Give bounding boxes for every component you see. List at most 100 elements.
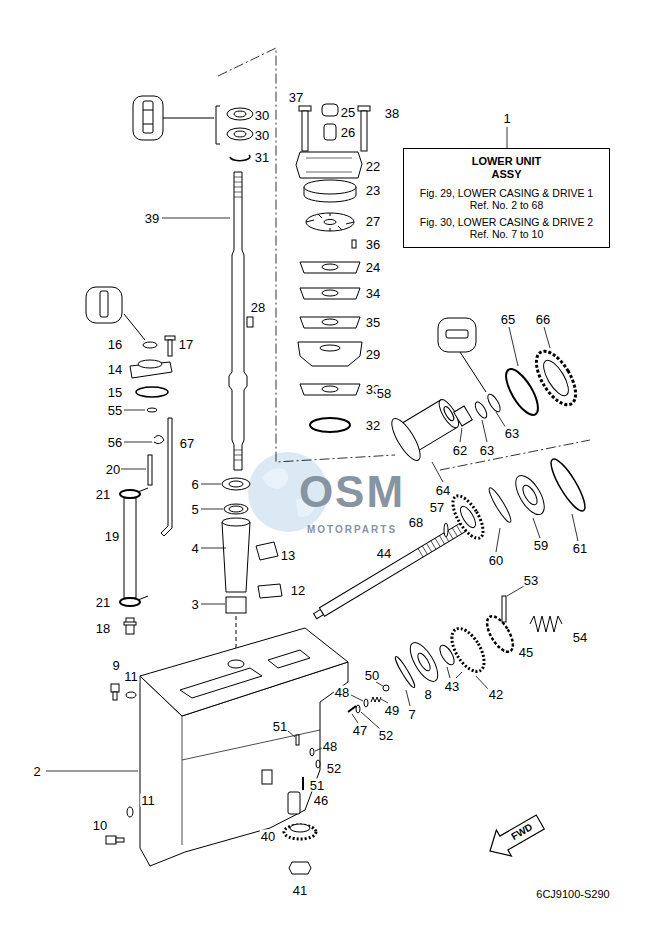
drawing-part [124,314,145,340]
drawing-part [306,158,352,172]
drawing-part [229,172,247,470]
callout-number: 21 [95,596,111,609]
callout-number: 60 [488,554,504,567]
callout-number: 21 [95,488,111,501]
drawing-part [306,213,354,231]
callout-number: 24 [365,261,381,274]
drawing-part [256,542,278,560]
callout-number: 29 [365,348,381,361]
drawing-part [140,628,348,716]
callout-number: 64 [435,484,451,497]
drawing-part [201,484,226,604]
callout-number: 3 [190,598,199,611]
callout-number: 22 [365,160,381,173]
callout-number: 6 [190,478,199,491]
drawing-part [364,699,368,707]
callout-number: 67 [179,437,195,450]
drawing-part [460,352,486,392]
drawing-part [262,770,272,784]
drawing-part [383,685,389,691]
drawing-part [226,597,246,613]
drawing-part [356,705,360,713]
drawing-part [454,406,473,426]
drawing-part [113,692,117,700]
callout-number: 61 [572,542,588,555]
callout-number: 8 [423,688,432,701]
callout-number: 47 [352,724,368,737]
drawing-part [168,340,172,356]
drawing-part [440,440,590,470]
callout-number: 51 [272,720,288,733]
callout-number: 59 [533,539,549,552]
drawing-part [507,586,524,596]
callout-number: 44 [376,547,392,560]
drawing-part [406,690,410,706]
drawing-part [127,807,133,817]
drawing-part [162,218,230,219]
callout-number: 7 [407,708,416,721]
callout-number: 30 [254,109,270,122]
callout-number: 2 [32,765,41,778]
drawing-part [310,748,314,756]
drawing-part [229,506,243,512]
drawing-part [182,716,320,845]
drawing-part [136,387,168,397]
drawing-part [224,504,248,514]
drawing-part [143,101,153,133]
drawing-part [284,825,316,839]
drawing-part [530,616,562,632]
callout-number: 50 [364,669,380,682]
callout-number: 11 [123,670,139,683]
drawing-part [322,104,338,116]
drawing-part [460,412,506,442]
drawing-part [120,598,140,606]
drawing-part [324,124,336,140]
drawing-part [222,518,250,526]
drawing-part [46,771,138,772]
box-text: Fig. 29, LOWER CASING & DRIVE 1 Ref. No.… [410,187,603,212]
drawing-part [437,643,457,667]
drawing-part [446,330,468,338]
callout-number: 66 [535,313,551,326]
drawing-part [154,435,164,443]
drawing-part [106,836,116,844]
watermark-text: OSM [298,470,406,514]
callout-number: 1 [502,112,511,125]
drawing-part [324,220,336,225]
callout-number: 12 [290,584,306,597]
drawing-part [222,478,250,490]
drawing-part [322,290,338,296]
drawing-part [180,650,310,698]
callout-number: 38 [384,107,400,120]
drawing-part [124,498,136,598]
callout-number: 62 [452,444,468,457]
drawing-part [218,48,395,462]
drawing-part [418,525,462,557]
callout-number: 45 [518,646,534,659]
drawing-part [296,152,362,178]
drawing-part [351,682,388,729]
drawing-part [290,824,310,832]
drawing-part [371,697,381,702]
drawing-part [502,596,506,622]
drawing-part [447,491,489,542]
drawing-part [486,486,513,524]
drawing-part [121,410,152,469]
callout-number: 52 [326,762,342,775]
drawing-part [520,483,540,507]
drawing-part [387,415,425,464]
drawing-part [138,360,162,368]
drawing-part [483,809,548,864]
callout-number: 63 [504,427,520,440]
drawing-part [454,406,473,426]
callout-number: 5 [190,503,199,516]
drawing-part [299,106,311,111]
callout-number: 52 [378,729,394,742]
drawing-part [348,706,356,712]
assembly-box: LOWER UNIT ASSYFig. 29, LOWER CASING & D… [403,148,610,248]
callout-number: 57 [429,501,445,514]
drawing-part [143,110,153,124]
drawing-part [510,471,550,519]
assembly-frame [218,48,590,470]
callout-number: 23 [365,184,381,197]
